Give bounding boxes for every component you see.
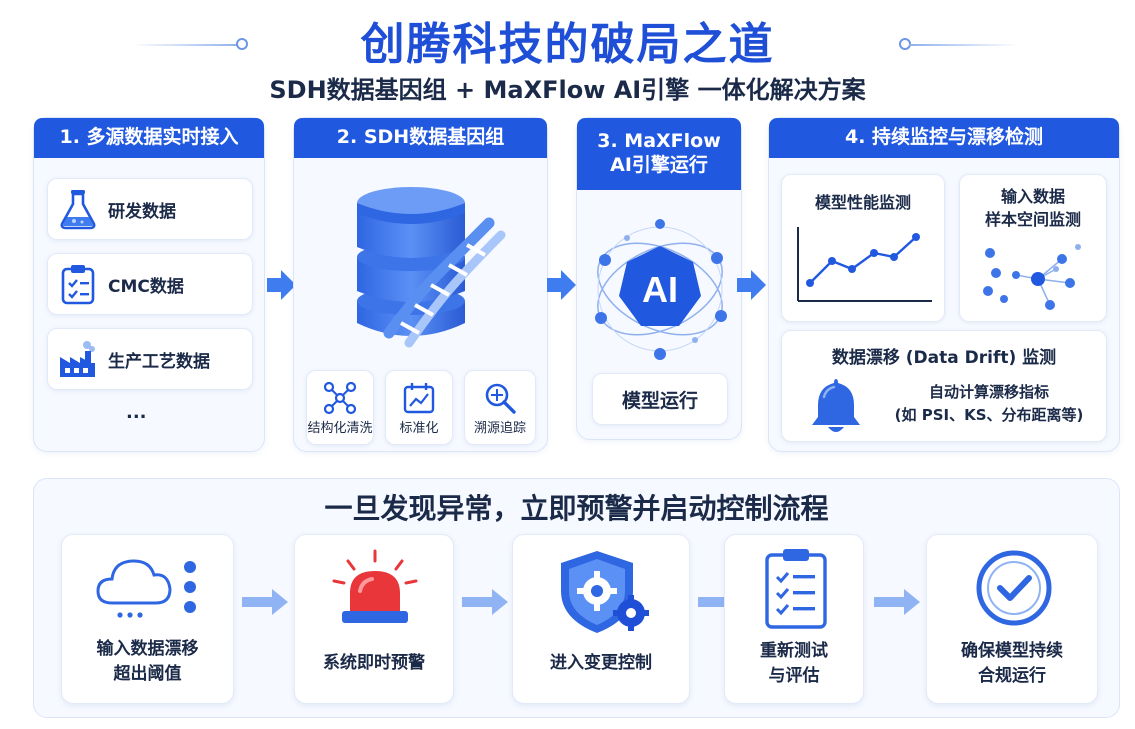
step-label-line1: 输入数据漂移 (96, 639, 199, 659)
more-sources-ellipsis: ... (126, 402, 147, 423)
data-drift-desc-line1: 自动计算漂移指标 (928, 383, 1049, 401)
step-label-line1: 确保模型持续 (961, 641, 1063, 661)
ai-chip-text: AI (642, 269, 678, 310)
cloud-data-icon (96, 559, 196, 618)
database-dna-icon (349, 173, 509, 357)
model-run-card: 模型运行 (592, 373, 728, 425)
step-label: 重新测试 与评估 (725, 639, 863, 688)
check-circle-icon (976, 550, 1052, 626)
panel-sdh-header: 2. SDH数据基因组 (294, 118, 547, 158)
flow-arrow-icon (267, 268, 297, 306)
checklist-icon (765, 549, 827, 629)
step-label-line1: 重新测试 (760, 641, 828, 661)
network-nodes-icon (323, 381, 357, 415)
data-drift-desc-line2: (如 PSI、KS、分布距离等) (894, 406, 1084, 425)
tool-label: 标准化 (399, 421, 439, 436)
page-subtitle: SDH数据基因组 + MaXFlow AI引擎 一体化解决方案 (269, 76, 866, 104)
panel-sdh-genome: 2. SDH数据基因组 (293, 117, 548, 452)
panel-data-sources: 1. 多源数据实时接入 研发数据 CMC数据 (33, 117, 265, 452)
bell-icon (812, 379, 860, 432)
step-label: 进入变更控制 (550, 653, 652, 673)
tool-structured-cleaning: 结构化清洗 (306, 370, 374, 445)
panel-maxflow-header: 3. MaXFlow AI引擎运行 (577, 118, 741, 190)
data-drift-title: 数据漂移 (Data Drift) 监测 (831, 348, 1057, 368)
panel-maxflow-ai: 3. MaXFlow AI引擎运行 AI 模型运行 (576, 117, 742, 440)
tool-standardization: 标准化 (385, 370, 453, 445)
source-item-label: 研发数据 (108, 201, 176, 222)
flow-arrow-icon (547, 268, 577, 306)
ai-network-icon: AI (587, 216, 733, 366)
flow-arrow-icon (737, 268, 767, 306)
input-sample-space-card: 输入数据 样本空间监测 (959, 174, 1107, 322)
step-input-drift: 输入数据漂移 超出阈值 (61, 534, 234, 704)
step-label-line2: 合规运行 (978, 665, 1046, 686)
calendar-chart-icon (403, 383, 435, 414)
flow-arrow-light-icon (242, 587, 290, 621)
flask-icon (48, 188, 108, 230)
source-item-process: 生产工艺数据 (47, 328, 253, 390)
tool-traceability: 溯源追踪 (464, 370, 536, 445)
panel-maxflow-header-line2: AI引擎运行 (610, 154, 708, 176)
step-label: 系统即时预警 (323, 653, 425, 673)
step-label-line2: 与评估 (768, 665, 820, 686)
factory-icon (48, 339, 108, 379)
source-item-rd: 研发数据 (47, 178, 253, 240)
model-performance-label: 模型性能监测 (814, 193, 911, 212)
alarm-siren-icon (332, 549, 418, 623)
panel-monitoring-header: 4. 持续监控与漂移检测 (769, 118, 1119, 158)
tool-label: 溯源追踪 (473, 421, 526, 436)
source-item-label: 生产工艺数据 (108, 351, 210, 372)
line-chart-icon (797, 227, 932, 302)
source-item-cmc: CMC数据 (47, 253, 253, 315)
input-sample-space-label-line2: 样本空间监测 (984, 210, 1081, 230)
flow-arrow-light-icon (462, 587, 510, 621)
alert-flow-panel: 一旦发现异常，立即预警并启动控制流程 输入数据漂移 超出阈值 (33, 478, 1120, 718)
model-run-label: 模型运行 (621, 389, 698, 412)
page-title: 创腾科技的破局之道 (360, 19, 775, 70)
input-sample-space-label: 输入数据 样本空间监测 (960, 185, 1106, 231)
clipboard-check-icon (48, 263, 108, 305)
title-deco-dot-left (236, 38, 248, 50)
step-compliance: 确保模型持续 合规运行 (926, 534, 1098, 704)
step-label: 输入数据漂移 超出阈值 (62, 637, 233, 686)
tool-label: 结构化清洗 (307, 421, 373, 436)
data-drift-desc: 自动计算漂移指标 (如 PSI、KS、分布距离等) (872, 381, 1106, 428)
alert-flow-title: 一旦发现异常，立即预警并启动控制流程 (324, 492, 829, 525)
scatter-cluster-icon (983, 244, 1081, 310)
model-performance-card: 模型性能监测 (781, 174, 945, 322)
shield-gear-icon (561, 551, 649, 633)
magnifier-target-icon (485, 383, 516, 414)
step-retest: 重新测试 与评估 (724, 534, 864, 704)
flow-arrow-light-icon (874, 587, 922, 621)
step-alarm: 系统即时预警 (294, 534, 454, 704)
panel-monitoring: 4. 持续监控与漂移检测 模型性能监测 输入数据 样本空间监测 (768, 117, 1120, 452)
data-drift-card: 数据漂移 (Data Drift) 监测 自动计算漂移指标 (如 PSI、KS、… (781, 330, 1107, 442)
step-label: 确保模型持续 合规运行 (927, 639, 1097, 688)
title-deco-line-right (909, 44, 1019, 46)
input-sample-space-label-line1: 输入数据 (1000, 187, 1065, 206)
step-change-control: 进入变更控制 (512, 534, 690, 704)
step-label-line2: 超出阈值 (113, 663, 182, 684)
panel-maxflow-header-line1: 3. MaXFlow (597, 130, 721, 153)
panel-data-sources-header: 1. 多源数据实时接入 (34, 118, 264, 158)
source-item-label: CMC数据 (108, 276, 184, 297)
title-deco-line-left (132, 44, 240, 46)
